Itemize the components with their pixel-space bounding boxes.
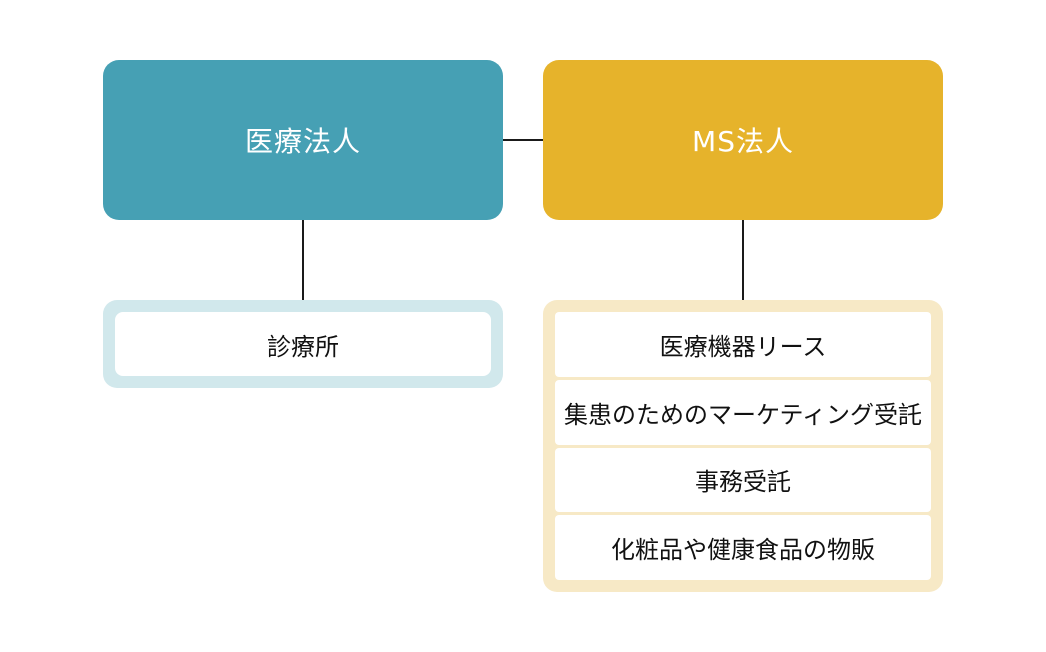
- ms-child-label: 化粧品や健康食品の物販: [611, 536, 875, 565]
- ms-child-item: 医療機器リース: [555, 312, 931, 377]
- medical-corporation-box: 医療法人: [103, 60, 503, 220]
- ms-child-label: 医療機器リース: [659, 332, 827, 361]
- ms-corporation-label: MS法人: [692, 125, 794, 158]
- ms-child-item: 集患のためのマーケティング受託: [555, 379, 931, 445]
- ms-child-label: 事務受託: [695, 468, 791, 497]
- ms-corporation-box: MS法人: [543, 60, 943, 220]
- connector-medical-to-clinic: [302, 220, 304, 300]
- ms-child-item: 化粧品や健康食品の物販: [555, 515, 931, 580]
- ms-child-label: 集患のためのマーケティング受託: [563, 400, 923, 429]
- medical-children-group: 診療所: [103, 300, 503, 388]
- medical-corporation-label: 医療法人: [244, 125, 361, 158]
- connector-horizontal: [503, 139, 543, 141]
- connector-ms-to-services: [742, 220, 744, 300]
- medical-child-label: 診療所: [267, 332, 339, 361]
- ms-children-group: 医療機器リース 集患のためのマーケティング受託 事務受託 化粧品や健康食品の物販: [543, 300, 943, 592]
- medical-child-item: 診療所: [115, 312, 491, 376]
- ms-child-item: 事務受託: [555, 447, 931, 513]
